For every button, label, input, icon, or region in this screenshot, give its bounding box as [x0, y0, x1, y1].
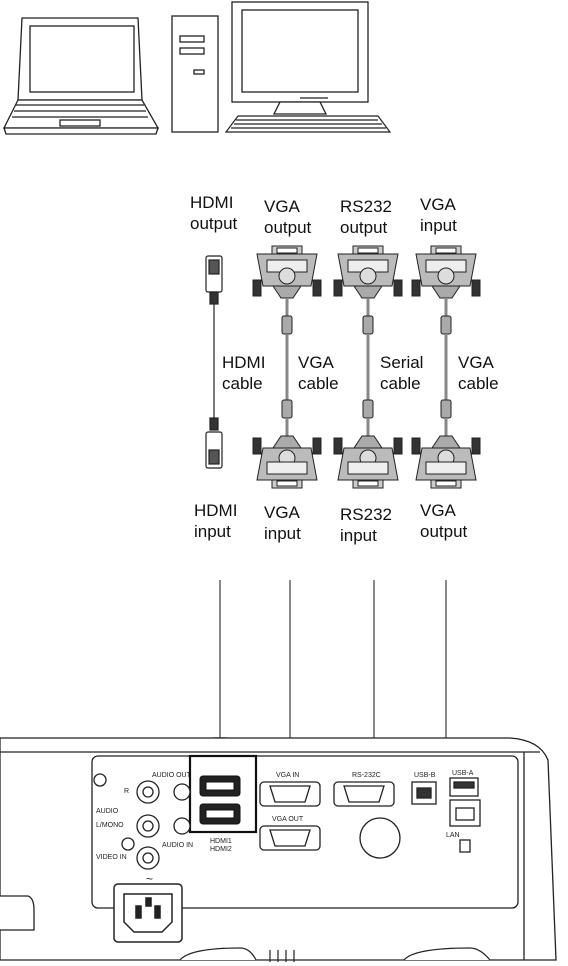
- panel-label-usb-b: USB-B: [414, 772, 436, 779]
- power-inlet-icon: [113, 883, 183, 943]
- vga-input-connector-icon: [251, 398, 323, 490]
- desktop-tower-icon: [171, 15, 219, 133]
- panel-label-audio-out: AUDIO OUT: [152, 772, 191, 779]
- panel-label-hdmi2: HDMI2: [210, 846, 232, 853]
- panel-label-video-in: VIDEO IN: [96, 854, 127, 861]
- panel-label-r: R: [124, 788, 130, 795]
- panel-label-power: ~: [146, 872, 154, 886]
- vga-input-top-connector-icon: [410, 244, 482, 336]
- laptop-icon: [2, 17, 160, 135]
- vga-output-connector-icon: [251, 244, 323, 336]
- keyboard-icon: [224, 115, 392, 133]
- vga-cable-1-line: [285, 334, 448, 400]
- panel-label-vga-out: VGA OUT: [272, 816, 304, 823]
- panel-label-lan: LAN: [446, 832, 460, 839]
- panel-label-hdmi1: HDMI1: [210, 838, 232, 845]
- usb-lan-ports: [411, 777, 481, 853]
- rs232-output-connector-icon: [332, 244, 404, 336]
- rs232-input-connector-icon: [332, 398, 404, 490]
- panel-label-usb-a: USB-A: [452, 770, 474, 777]
- panel-label-audio: AUDIO: [96, 808, 119, 815]
- panel-label-audio-in: AUDIO IN: [162, 842, 194, 849]
- monitor-icon: [231, 1, 369, 115]
- hdmi-cable-icon: [205, 255, 223, 469]
- hdmi-ports: [188, 754, 258, 834]
- panel-label-l-mono: L/MONO: [96, 822, 124, 829]
- vga-output-bottom-connector-icon: [410, 398, 482, 490]
- projector-feet: [179, 947, 491, 962]
- vga-rs232-ports: [259, 781, 401, 859]
- panel-label-rs232c: RS-232C: [352, 772, 381, 779]
- panel-label-vga-in: VGA IN: [276, 772, 300, 779]
- audio-video-jacks: [93, 773, 191, 870]
